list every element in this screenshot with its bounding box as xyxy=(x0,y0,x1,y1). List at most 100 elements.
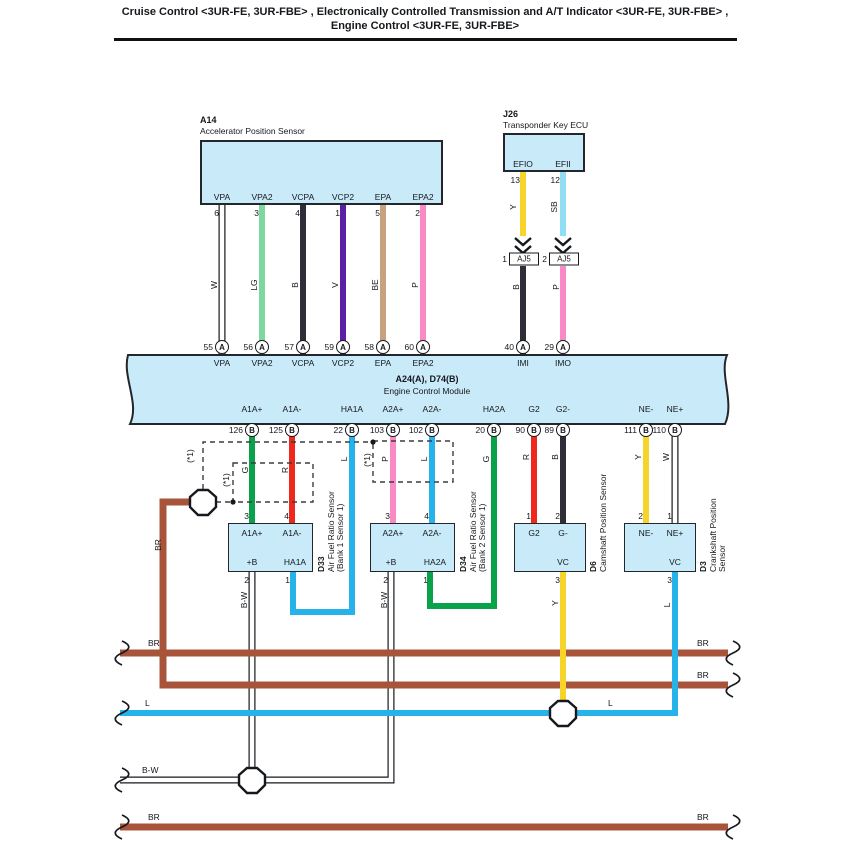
wire-color-label: BR xyxy=(153,539,163,551)
ecm-pin-num: 57 xyxy=(284,342,294,352)
bus-label-br: BR xyxy=(148,812,160,822)
shield-junction-dot-2 xyxy=(370,439,376,445)
ecm-pin-connector: B xyxy=(668,423,682,437)
j26-pin-num: 12 xyxy=(550,175,560,185)
sensor-pin-label: A2A- xyxy=(422,528,442,538)
ecm-pin-label: G2- xyxy=(555,404,571,414)
a14-pin-label: EPA xyxy=(374,192,392,202)
conn-letter: B xyxy=(672,425,678,435)
sensor-pin-num: 1 xyxy=(667,511,672,521)
a14-wires xyxy=(218,205,426,356)
junction-octagon-bw xyxy=(237,766,267,795)
j26-name: Transponder Key ECU xyxy=(503,120,589,130)
ecm-pin-num: 60 xyxy=(404,342,414,352)
ecm-pin-connector: B xyxy=(345,423,359,437)
conn-letter: B xyxy=(349,425,355,435)
ecm-pin-label: NE- xyxy=(638,404,654,414)
ecm-pin-connector: B xyxy=(527,423,541,437)
chevron-connector-1 xyxy=(514,237,532,255)
conn-letter: B xyxy=(390,425,396,435)
ecm-pin-num: 102 xyxy=(408,425,423,435)
bus-label-bw: B-W xyxy=(142,765,159,775)
a14-pin-num: 3 xyxy=(254,208,259,218)
ecm-pin-connector: B xyxy=(386,423,400,437)
wire-color-label: R xyxy=(280,466,290,474)
sensor-pin-num: 2 xyxy=(244,575,249,585)
sensor-pin-num: 3 xyxy=(555,575,560,585)
a14-pin-num: 6 xyxy=(214,208,219,218)
sensor-pin-num: 2 xyxy=(638,511,643,521)
wire-color-label: LG xyxy=(249,279,259,291)
ecm-pin-num: 56 xyxy=(243,342,253,352)
ecm-id: A24(A), D74(B) xyxy=(395,374,459,384)
junction-octagon-shield xyxy=(188,488,218,517)
sensor-name: Air Fuel Ratio Sensor (Bank 2 Sensor 1) xyxy=(467,491,488,572)
j26-id: J26 xyxy=(503,109,519,119)
ecm-pin-label: NE+ xyxy=(666,404,684,414)
a14-pin-label: VCP2 xyxy=(331,192,355,202)
ecm-pin-label: A1A+ xyxy=(241,404,263,414)
wire-ha1a-l xyxy=(290,424,355,615)
bus-bw-core xyxy=(120,572,394,783)
shield-dashes xyxy=(202,440,454,503)
ecm-pin-connector: B xyxy=(556,423,570,437)
bus-label-br: BR xyxy=(697,670,709,680)
wire-color-label: Y xyxy=(508,204,518,210)
ecm-pin-label: HA1A xyxy=(340,404,364,414)
wire-breaks xyxy=(114,640,741,840)
ecm-pin-connector: A xyxy=(516,340,530,354)
wire-color-label: SB xyxy=(549,201,559,213)
a14-pin-num: 5 xyxy=(375,208,380,218)
conn-letter: A xyxy=(340,342,346,352)
ecm-pin-num: 110 xyxy=(652,425,666,435)
wire-color-label: L xyxy=(662,602,672,608)
bus-label-br: BR xyxy=(148,638,160,648)
wire-color-label: P xyxy=(551,284,561,290)
conn-letter: A xyxy=(259,342,265,352)
wire-color-label: B-W xyxy=(379,591,389,609)
shield-note: (*1) xyxy=(362,453,372,467)
wire-color-label: P xyxy=(380,456,390,462)
ecm-pin-num: 40 xyxy=(504,342,514,352)
sensor-pin-label: VC xyxy=(557,557,569,567)
wire-color-label: L xyxy=(339,456,349,462)
sensor-pin-label: NE- xyxy=(638,528,654,538)
wire-color-label: W xyxy=(209,280,219,290)
a14-box xyxy=(200,140,443,205)
sensor-pin-num: 1 xyxy=(285,575,290,585)
sensor-pin-num: 3 xyxy=(667,575,672,585)
conn-letter: A xyxy=(380,342,386,352)
aj5-connector: AJ5 xyxy=(549,252,579,266)
wire-color-label: W xyxy=(661,452,671,462)
break-br1-left xyxy=(114,640,130,666)
conn-letter: B xyxy=(531,425,537,435)
break-br3-left xyxy=(114,814,130,840)
a14-pin-num: 2 xyxy=(415,208,420,218)
ecm-pin-label: VCPA xyxy=(291,358,315,368)
shield-junction-dot-1 xyxy=(230,499,236,505)
a14-pin-label: EPA2 xyxy=(412,192,434,202)
ecm-pin-connector: B xyxy=(285,423,299,437)
wire-color-label: R xyxy=(521,453,531,461)
wire-color-label: V xyxy=(330,282,340,288)
ecm-pin-label: IMO xyxy=(554,358,572,368)
ecm-pin-connector: A xyxy=(336,340,350,354)
ecm-pin-num: 103 xyxy=(369,425,384,435)
sensor-pin-num: 4 xyxy=(284,511,289,521)
conn-letter: A xyxy=(219,342,225,352)
ground-buses xyxy=(120,498,728,831)
aj5-num: 2 xyxy=(542,254,547,264)
sensor-pin-label: G2 xyxy=(528,528,540,538)
sensor-pin-label: HA1A xyxy=(283,557,307,567)
aj5-connector: AJ5 xyxy=(509,252,539,266)
ecm-pin-connector: B xyxy=(245,423,259,437)
bw-wires xyxy=(120,572,395,784)
sensor-pin-label: A1A+ xyxy=(241,528,263,538)
wire-color-label: P xyxy=(410,282,420,288)
conn-letter: A xyxy=(560,342,566,352)
ecm-pin-label: A2A+ xyxy=(382,404,404,414)
d6-box xyxy=(514,523,586,572)
ecm-pin-label: VPA xyxy=(213,358,231,368)
